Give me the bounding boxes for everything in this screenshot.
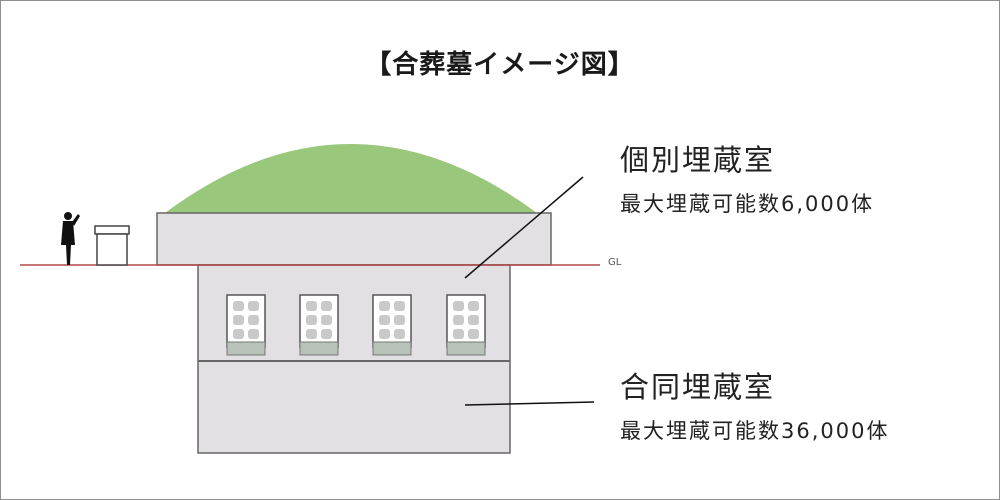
individual-chamber-name: 個別埋蔵室 <box>620 143 776 177</box>
shared-chamber-capacity: 最大埋蔵可能数36,000体 <box>620 419 890 443</box>
individual-chamber-capacity: 最大埋蔵可能数6,000体 <box>620 192 875 216</box>
urn-shelf <box>372 294 412 356</box>
upper-slab <box>156 212 552 266</box>
small-monument <box>94 225 130 266</box>
urn-shelf <box>446 294 486 356</box>
leader-line-individual <box>464 176 584 279</box>
leader-line-shared <box>464 401 595 406</box>
ground-level-label: GL <box>608 257 622 268</box>
person-figure <box>61 212 80 265</box>
urn-shelf <box>226 294 266 356</box>
underground-structure <box>197 264 511 454</box>
diagram-title: 【合葬墓イメージ図】 <box>365 50 635 80</box>
urn-shelf <box>299 294 339 356</box>
grass-mound <box>165 144 537 213</box>
shared-chamber-name: 合同埋蔵室 <box>620 370 776 404</box>
